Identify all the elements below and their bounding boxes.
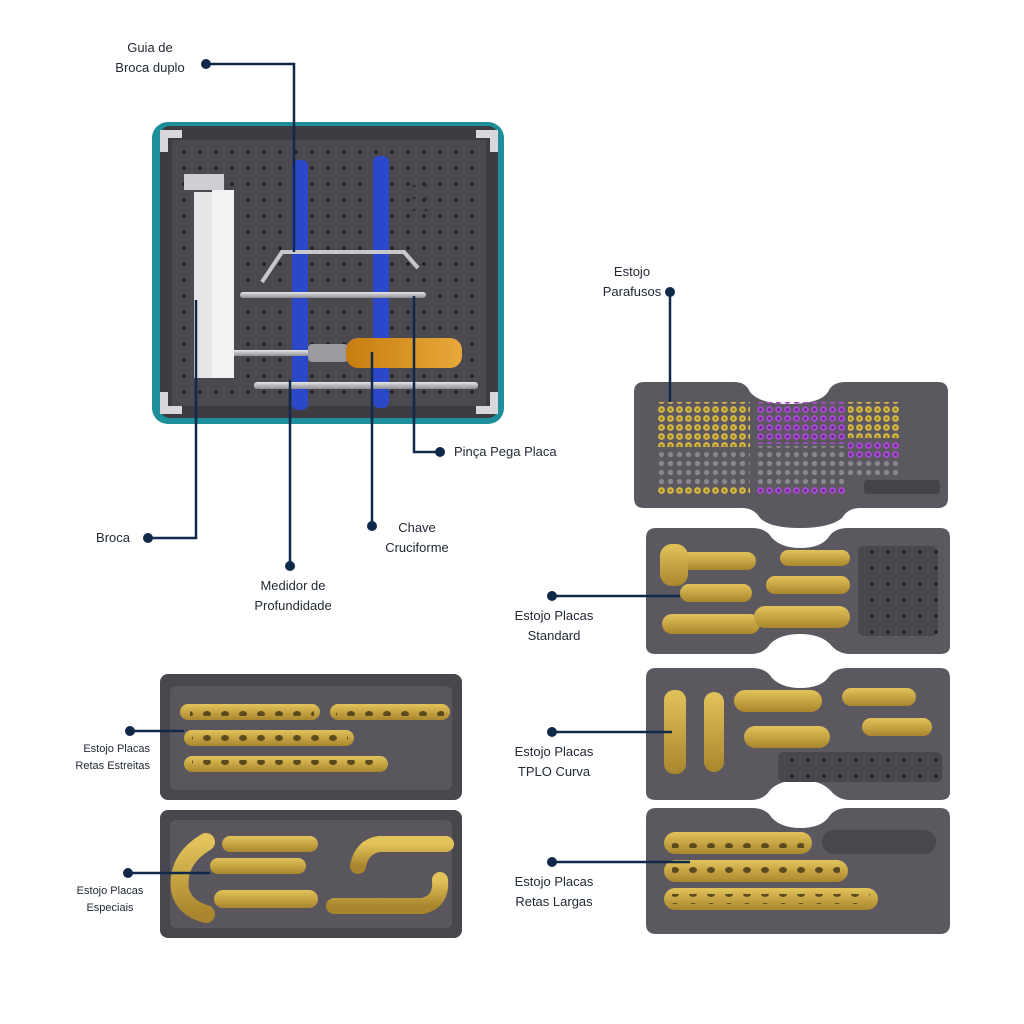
label-pinca-pega-placa: Pinça Pega Placa <box>454 444 557 459</box>
tplo-plates-case <box>646 668 950 800</box>
instrument-box <box>152 122 504 424</box>
callout-dots <box>123 59 675 878</box>
label-estojo-placas-retas-estreitas: Estojo Placas Retas Estreitas <box>75 743 150 772</box>
callout-leaders <box>128 62 690 875</box>
label-estojo-placas-especiais: Estojo Placas Especiais <box>76 885 144 914</box>
label-estojo-placas-tplo-curva: Estojo Placas TPLO Curva <box>514 744 594 779</box>
label-guia-broca: Guia de Broca duplo <box>115 40 185 75</box>
label-chave-cruciforme: Chave Cruciforme <box>385 520 449 555</box>
wide-straight-plates-case <box>646 808 950 934</box>
label-estojo-parafusos: Estojo Parafusos <box>602 264 662 299</box>
label-broca: Broca <box>96 530 130 545</box>
standard-plates-case <box>646 528 950 654</box>
label-medidor-profundidade: Medidor de Profundidade <box>254 578 332 613</box>
screw-case <box>634 382 948 528</box>
label-estojo-placas-retas-largas: Estojo Placas Retas Largas <box>514 874 594 909</box>
special-plates-case <box>160 810 462 938</box>
narrow-straight-plates-case <box>160 674 462 800</box>
label-estojo-placas-standard: Estojo Placas Standard <box>514 608 594 643</box>
